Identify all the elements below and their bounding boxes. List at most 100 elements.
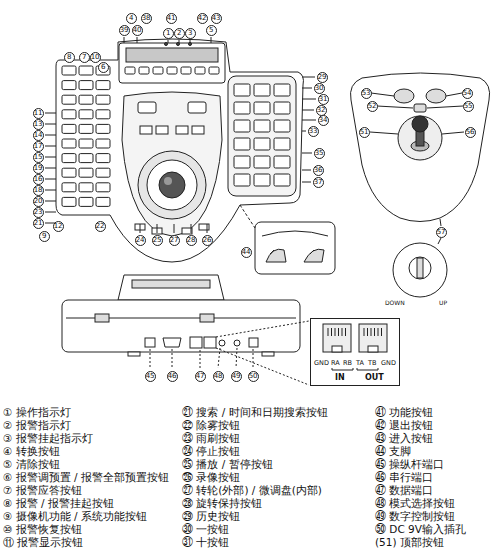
key-button xyxy=(96,197,110,206)
list-item: ③ 报警挂起指示灯 xyxy=(3,432,93,445)
callout-number: 7 xyxy=(79,52,90,63)
list-item: ㉓ 雨刷按钮 xyxy=(182,432,240,445)
leader-line xyxy=(45,179,56,180)
leader-line xyxy=(179,40,180,43)
callout-number: 8 xyxy=(64,52,75,63)
leader-line xyxy=(45,212,56,213)
list-item: ㉘ 旋转保持按钮 xyxy=(182,497,262,510)
key-button xyxy=(254,156,270,168)
callout-number: 44 xyxy=(241,247,252,258)
callout-number: 25 xyxy=(152,235,163,246)
callout-number: 53 xyxy=(361,88,372,99)
key-button xyxy=(234,102,250,114)
key-button xyxy=(62,66,76,75)
callout-number: 3 xyxy=(185,28,196,39)
key-button xyxy=(254,120,270,132)
port-detail-box: GNDRARBTATBGNDINOUT xyxy=(310,318,400,386)
list-item: ㉛ 十按钮 xyxy=(182,536,229,549)
key-button xyxy=(62,197,76,206)
callout-number: 16 xyxy=(33,174,44,185)
leader-line xyxy=(302,110,314,111)
list-item: ⑧ 报警 / 报警挂起按钮 xyxy=(3,497,114,510)
key-button xyxy=(62,95,76,104)
callout-number: 6 xyxy=(98,62,109,73)
key-button xyxy=(79,183,93,192)
switch-label: UP xyxy=(439,299,447,306)
callout-number: 35 xyxy=(314,148,325,159)
callout-number: 20 xyxy=(33,196,44,207)
leader-line xyxy=(302,88,312,89)
callout-number: 37 xyxy=(313,177,324,188)
list-item: ⑨ 摄像机功能 / 系统功能按钮 xyxy=(3,510,147,523)
leader-line xyxy=(302,99,316,100)
leader-line xyxy=(168,40,169,43)
key-button xyxy=(195,67,205,74)
list-item: ㊹ 支脚 xyxy=(375,445,411,458)
jog-dial xyxy=(159,172,185,198)
pin-name: GND xyxy=(381,359,396,367)
leader-line xyxy=(45,113,56,114)
callout-number: 24 xyxy=(135,235,146,246)
list-item: ㉚ 一按钮 xyxy=(182,523,229,536)
lcd-screen xyxy=(126,48,218,62)
key-button xyxy=(96,124,110,133)
key-button xyxy=(254,84,270,96)
key-button xyxy=(96,183,110,192)
list-item: ㉑ 搜索 / 时间和日期搜索按钮 xyxy=(182,406,328,419)
callout-number: 22 xyxy=(95,221,106,232)
key-button xyxy=(62,183,76,192)
callout-number: 38 xyxy=(141,13,152,24)
key-button xyxy=(254,138,270,150)
callout-number: 54 xyxy=(462,88,473,99)
callout-number: 39 xyxy=(119,25,130,36)
callout-number: 41 xyxy=(166,13,177,24)
joystick-port xyxy=(145,338,155,347)
list-item: ① 操作指示灯 xyxy=(3,406,71,419)
serial-port xyxy=(163,338,181,347)
key-button xyxy=(254,174,270,186)
port-direction: IN xyxy=(335,373,345,382)
list-item: ㉙ 历史按钮 xyxy=(182,510,240,523)
key-button xyxy=(274,102,290,114)
key-button xyxy=(79,154,93,163)
leader-line xyxy=(302,120,316,121)
callout-number: 28 xyxy=(186,235,197,246)
key-button xyxy=(274,174,290,186)
pin-name: TB xyxy=(368,359,376,367)
list-item: ㉔ 停止按钮 xyxy=(182,445,240,458)
callout-number: 2 xyxy=(174,28,185,39)
key-button xyxy=(62,168,76,177)
key-button xyxy=(125,67,135,74)
leader-line xyxy=(191,224,192,233)
key-button xyxy=(96,110,110,119)
callout-number: 26 xyxy=(202,235,213,246)
callout-number: 18 xyxy=(33,185,44,196)
callout-number: 55 xyxy=(463,101,474,112)
callout-number: 13 xyxy=(33,119,44,130)
leader-line xyxy=(45,168,56,169)
key-button xyxy=(79,124,93,133)
key-button xyxy=(62,139,76,148)
key-button xyxy=(234,174,250,186)
callout-number: 49 xyxy=(231,371,242,382)
leader-line xyxy=(140,224,141,233)
list-item: ④ 转换按钮 xyxy=(3,445,60,458)
callout-number: 19 xyxy=(33,163,44,174)
leader-line xyxy=(45,135,56,136)
key-button xyxy=(234,120,250,132)
leader-line xyxy=(45,201,56,202)
leader-line xyxy=(45,124,56,125)
key-button xyxy=(79,110,93,119)
list-item: ㊸ 进入按钮 xyxy=(375,432,433,445)
list-item: ㊷ 退出按钮 xyxy=(375,419,433,432)
key-switch xyxy=(393,243,447,297)
key-button xyxy=(96,81,110,90)
pin-name: GND xyxy=(314,359,329,367)
list-item: ㊼ 数据端口 xyxy=(375,484,433,497)
key-button xyxy=(62,154,76,163)
callout-number: 30 xyxy=(314,83,325,94)
callout-number: 40 xyxy=(132,25,143,36)
leader-line xyxy=(302,131,306,132)
callout-number: 29 xyxy=(317,72,328,83)
switch-label: DOWN xyxy=(385,299,405,306)
